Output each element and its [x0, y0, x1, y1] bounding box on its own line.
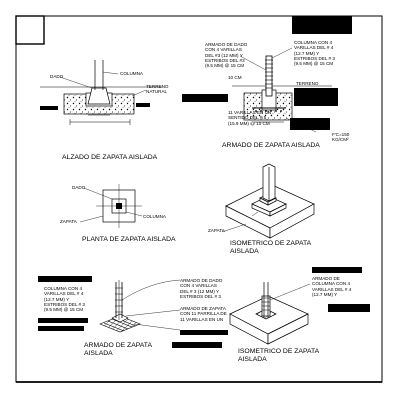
armado-10cm-label: 10 CM: [228, 75, 242, 80]
arm2-zapata-label: ARMADO DE ZAPATA CON 11 PARRILLA DE 11 V…: [180, 306, 227, 322]
armado-caption: ARMADO DE ZAPATA AISLADA: [222, 142, 320, 149]
planta-dado-label: DADO: [72, 185, 86, 190]
alzado-redaction-left: [40, 106, 58, 110]
isometrico-2-drawing: [229, 282, 311, 345]
arm2-redaction-2: [38, 318, 88, 323]
planta-zapata-label: ZAPATA: [60, 219, 77, 224]
iso1-zapata-label: ZAPATA: [208, 228, 225, 233]
arm2-redaction-3: [38, 326, 84, 331]
armado-fc-label: F'C=150 KG/CM²: [332, 132, 350, 143]
alzado-terreno-label: TERRENO NATURAL: [146, 84, 169, 95]
alzado-columna-label: COLUMNA: [120, 71, 143, 76]
isometrico-1-drawing: [221, 163, 315, 239]
arm2-redaction-4: [180, 330, 228, 335]
armado-terreno-label: TERRENO: [296, 81, 319, 86]
iso2-redaction-top: [312, 267, 362, 273]
iso2-redaction-bottom: [328, 304, 370, 312]
arm2-redaction-1: [38, 276, 92, 282]
armado-redaction-left: [182, 94, 228, 102]
alzado-dado-label: DADO: [50, 74, 64, 79]
armado-redaction-right: [294, 88, 338, 106]
iso2-caption: ISOMETRICO DE ZAPATA AISLADA: [238, 348, 320, 363]
armado-2-drawing: [99, 279, 181, 333]
iso2-armado-label: ARMADO DE COLUMNA CON 4 VARILLAS DEL # 4…: [312, 276, 352, 297]
armado-redaction-mid: [290, 118, 330, 130]
armado-columna-label: COLUMNA CON 4 VARILLAS DEL # 4 (12.7 MM)…: [294, 40, 335, 67]
alzado-caption: ALZADO DE ZAPATA AISLADA: [62, 154, 158, 161]
armado-varillas-label: 11 VARILLAS EN UN SENTIDO DEL # 5 (15.9 …: [228, 110, 272, 126]
planta-caption: PLANTA DE ZAPATA AISLADA: [82, 236, 176, 243]
arm2-caption: ARMADO DE ZAPATA AISLADA: [84, 342, 152, 357]
sheet-border: [15, 15, 383, 383]
alzado-redaction-right: [136, 103, 150, 107]
armado-dado-label: ARMADO DE DADO CON 4 VARILLAS DEL #3 (12…: [205, 42, 248, 69]
arm2-columna-label: COLUMNA CON 4 VARILLAS DEL # 4 (12.7 MM)…: [44, 286, 85, 313]
iso1-caption: ISOMETRICO DE ZAPATA AISLADA: [230, 240, 312, 255]
alzado-drawing: [40, 60, 162, 125]
arm2-redaction-5: [172, 342, 222, 348]
armado-redaction-top: [292, 16, 352, 34]
planta-columna-label: COLUMNA: [143, 214, 166, 219]
armado-drawing: [232, 47, 332, 133]
planta-drawing: [79, 184, 143, 228]
arm2-dado-label: ARMADO DE DADO CON 4 VARILLAS DEL # 3 (1…: [180, 278, 223, 299]
